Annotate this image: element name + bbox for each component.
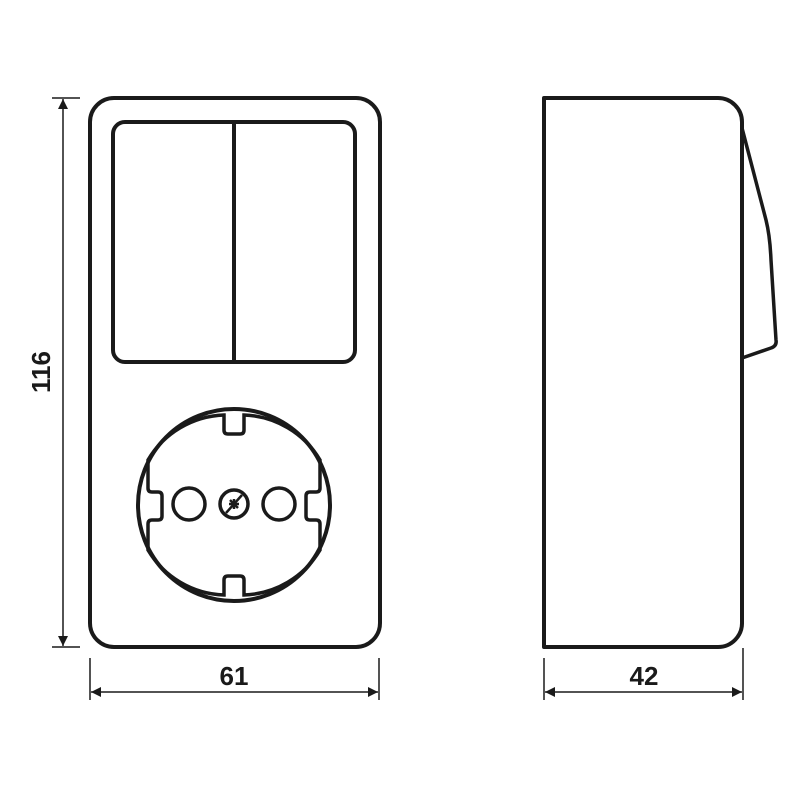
socket-pin-hole-right — [261, 486, 297, 522]
socket-center-screw — [218, 488, 250, 520]
switch-frame — [111, 120, 357, 364]
socket-outer-ring — [136, 407, 332, 603]
side-housing-outline — [542, 96, 744, 650]
height-dimension-label: 116 — [26, 351, 56, 393]
side-view — [542, 96, 778, 650]
width-dimension — [89, 658, 380, 700]
height-dimension — [52, 97, 80, 648]
socket-pin-hole-left — [171, 486, 207, 522]
front-housing-outline — [88, 96, 382, 649]
socket-inner-contour — [146, 413, 322, 597]
depth-dimension — [543, 648, 744, 700]
screw-slot-icon — [225, 494, 243, 514]
depth-dimension-label: 42 — [630, 661, 659, 691]
schuko-socket — [136, 407, 332, 603]
side-rocker-profile — [740, 127, 778, 360]
width-dimension-label: 61 — [220, 661, 249, 691]
front-view — [88, 96, 382, 649]
